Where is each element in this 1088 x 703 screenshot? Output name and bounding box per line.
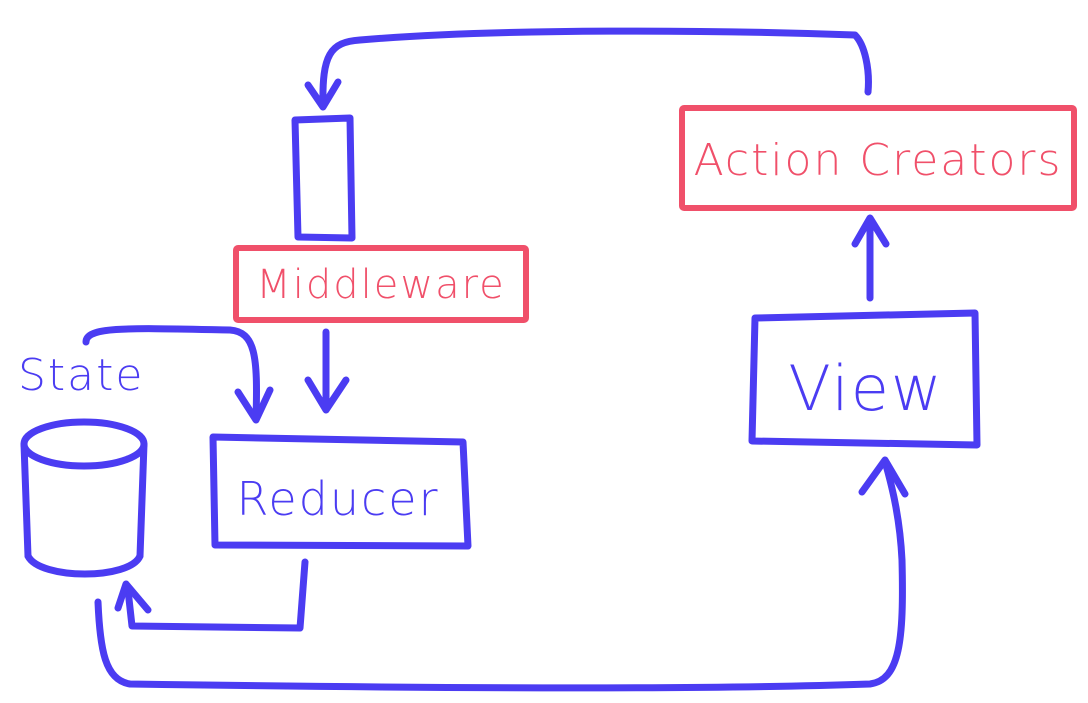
arrowhead-reducer-to-state: [114, 580, 152, 614]
state-database-icon: [20, 418, 148, 578]
arrow-state-to-reducer: [82, 325, 260, 422]
middleware-queue-box: [291, 114, 356, 242]
arrow-state-to-view: [94, 461, 906, 692]
arrowhead-into-middleware-queue: [304, 78, 342, 111]
middleware-label: Middleware: [256, 262, 506, 308]
arrowhead-middleware-to-reducer: [304, 376, 350, 414]
reducer-label: Reducer: [236, 472, 439, 526]
state-label: State: [18, 350, 144, 401]
view-label: View: [788, 352, 943, 425]
arrow-actioncreators-to-middleware: [319, 27, 872, 109]
reducer-box: [209, 433, 472, 550]
arrow-reducer-to-state: [124, 558, 309, 632]
view-box: [748, 309, 981, 449]
action-creators-box: [679, 105, 1077, 211]
arrowhead-state-to-reducer: [234, 386, 274, 424]
arrowhead-state-to-view: [858, 456, 909, 498]
arrowhead-view-to-actioncreators: [851, 214, 890, 248]
action-creators-label: Action Creators: [694, 135, 1063, 186]
middleware-box: [233, 245, 529, 323]
